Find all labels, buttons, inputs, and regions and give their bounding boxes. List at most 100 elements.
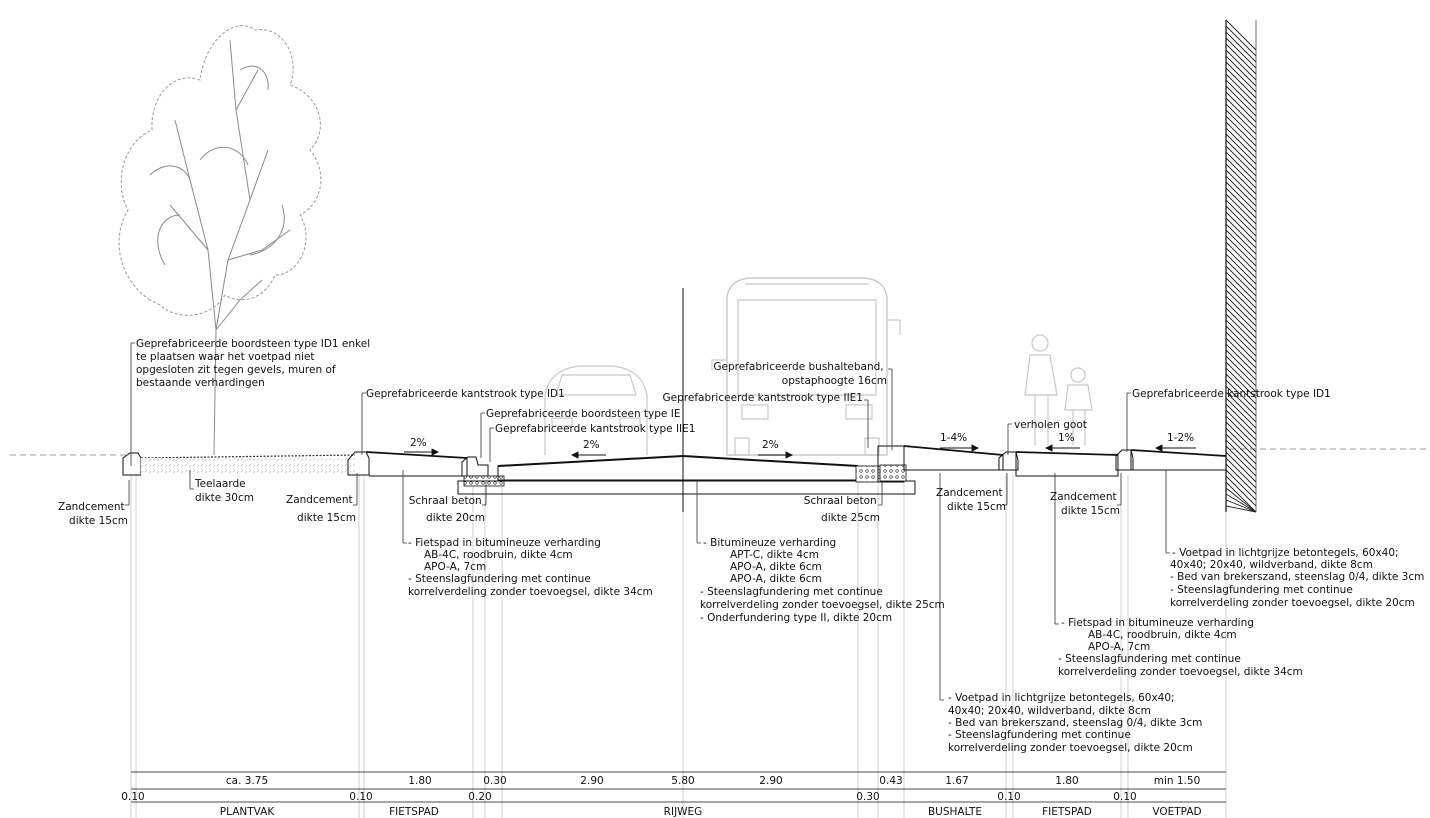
slope-rijweg-left: 2% (583, 439, 600, 451)
wall-hatch-line (1225, 151, 1257, 183)
slope-fietspad-left: 2% (410, 437, 427, 449)
wall-hatch-line (1225, 259, 1257, 291)
dim-kantstrook-id1: 0.10 (1113, 791, 1136, 803)
label-kantstrook-iie1-right: Geprefabriceerde kantstrook type IIE1 (663, 392, 863, 404)
wall-hatch-line (1225, 43, 1257, 75)
wall-hatch-line (1225, 79, 1257, 111)
label-boordsteen-ie: Geprefabriceerde boordsteen type IE (486, 408, 680, 420)
wall-hatch-line (1225, 355, 1257, 387)
wall-hatch-line (1225, 223, 1257, 255)
wall-hatch-line (1225, 217, 1257, 249)
wall-hatch-line (1225, 505, 1257, 513)
ground-reference-line (10, 448, 1430, 456)
wall-hatch-line (1225, 445, 1257, 477)
dim-bushalteband-width: 0.43 (879, 775, 902, 787)
zone-plantvak: PLANTVAK (220, 806, 276, 818)
dim-voetpad-width: min 1.50 (1154, 775, 1201, 787)
label-kantstrook-id1-right: Geprefabriceerde kantstrook type ID1 (1132, 388, 1331, 400)
wall-hatch-line (1225, 169, 1257, 201)
wall-hatch-line (1225, 403, 1257, 435)
wall-hatch-line (1225, 481, 1257, 513)
wall-hatch-line (1225, 367, 1257, 399)
wall-hatch-line (1225, 349, 1257, 381)
label-fietspad-left-build: - Fietspad in bitumineuze verharding AB-… (408, 537, 653, 598)
wall-hatch-line (1225, 97, 1257, 129)
wall-hatch-line (1225, 187, 1257, 219)
wall-hatch-line (1225, 229, 1257, 261)
wall-hatch-line (1225, 439, 1257, 471)
cyclists-illustration (1024, 334, 1093, 445)
slope-voetpad: 1-2% (1167, 432, 1194, 444)
dim-curb-1: 0.10 (121, 791, 144, 803)
wall-hatch-line (1225, 499, 1257, 513)
wall-hatch-line (1225, 337, 1257, 369)
dim-kantstrook-left-width: 0.30 (483, 775, 506, 787)
wall-hatch-line (1225, 409, 1257, 441)
wall-hatch-line (1225, 331, 1257, 363)
wall-hatch-line (1225, 325, 1257, 357)
car-illustration (544, 365, 648, 455)
wall-hatch-line (1225, 37, 1257, 69)
label-verholen-goot: verholen goot (1014, 419, 1087, 431)
dim-fietspad-right-width: 1.80 (1055, 775, 1078, 787)
wall-hatch-line (1225, 463, 1257, 495)
wall-hatch-line (1225, 103, 1257, 135)
wall-hatch-line (1225, 115, 1257, 147)
wall-hatch-line (1225, 49, 1257, 81)
annotation-labels: Geprefabriceerde boordsteen type ID1 enk… (58, 338, 1428, 754)
wall-hatch-line (1225, 157, 1257, 189)
pavement-layers (122, 445, 1227, 495)
label-boordsteen-id1: Geprefabriceerde boordsteen type ID1 enk… (136, 338, 373, 389)
zone-fietspad-right: FIETSPAD (1042, 806, 1092, 818)
zone-bushalte: BUSHALTE (928, 806, 982, 818)
dim-rijstrook-right-width: 2.90 (759, 775, 782, 787)
label-kantstrook-id1-left: Geprefabriceerde kantstrook type ID1 (366, 388, 565, 400)
wall-hatch-line (1225, 421, 1257, 453)
wall-hatch-line (1225, 19, 1257, 51)
wall-hatch-line (1225, 31, 1257, 63)
label-fietspad-right-build: - Fietspad in bitumineuze verharding AB-… (1058, 617, 1303, 678)
wall-hatch-line (1225, 247, 1257, 279)
building-wall (1225, 19, 1257, 513)
dim-bushalte-width: 1.67 (945, 775, 968, 787)
wall-hatch-line (1225, 469, 1257, 501)
wall-hatch-line (1225, 235, 1257, 267)
bus-illustration (711, 277, 901, 456)
wall-hatch-line (1225, 397, 1257, 429)
slope-rijweg-right: 2% (762, 439, 779, 451)
wall-hatch-line (1225, 67, 1257, 99)
wall-hatch-line (1225, 145, 1257, 177)
wall-hatch-line (1225, 289, 1257, 321)
tree-illustration (118, 25, 322, 456)
label-zandcement-1: Zandcement dikte 15cm (58, 501, 128, 527)
wall-hatch-line (1225, 175, 1257, 207)
wall-hatch-line (1225, 391, 1257, 423)
wall-hatch-line (1225, 451, 1257, 483)
wall-hatch-line (1225, 487, 1257, 513)
wall-hatch-line (1225, 91, 1257, 123)
wall-hatch-line (1225, 205, 1257, 237)
wall-hatch-line (1225, 73, 1257, 105)
wall-hatch-line (1225, 283, 1257, 315)
zone-voetpad: VOETPAD (1152, 806, 1201, 818)
wall-hatch-line (1225, 277, 1257, 309)
dimension-table: ca. 3.75 1.80 0.30 2.90 2.90 0.43 1.67 1… (121, 771, 1226, 818)
wall-hatch-line (1225, 241, 1257, 273)
wall-hatch-line (1225, 379, 1257, 411)
wall-hatch-line (1225, 295, 1257, 327)
wall-hatch-line (1225, 121, 1257, 153)
dim-boordsteen: 0.20 (468, 791, 491, 803)
wall-hatch-line (1225, 427, 1257, 459)
label-voetpad-right-build: - Voetpad in lichtgrijze betontegels, 60… (1170, 547, 1428, 609)
wall-hatch-line (1225, 265, 1257, 297)
dim-kantstrook-right: 0.30 (856, 791, 879, 803)
wall-hatch-line (1225, 109, 1257, 141)
wall-hatch-line (1225, 361, 1257, 393)
zone-rijweg: RIJWEG (664, 806, 703, 818)
wall-hatch-line (1225, 163, 1257, 195)
wall-hatch-line (1225, 61, 1257, 93)
wall-hatch-line (1225, 433, 1257, 465)
wall-hatch-line (1225, 199, 1257, 231)
dim-fietspad-left-width: 1.80 (408, 775, 431, 787)
